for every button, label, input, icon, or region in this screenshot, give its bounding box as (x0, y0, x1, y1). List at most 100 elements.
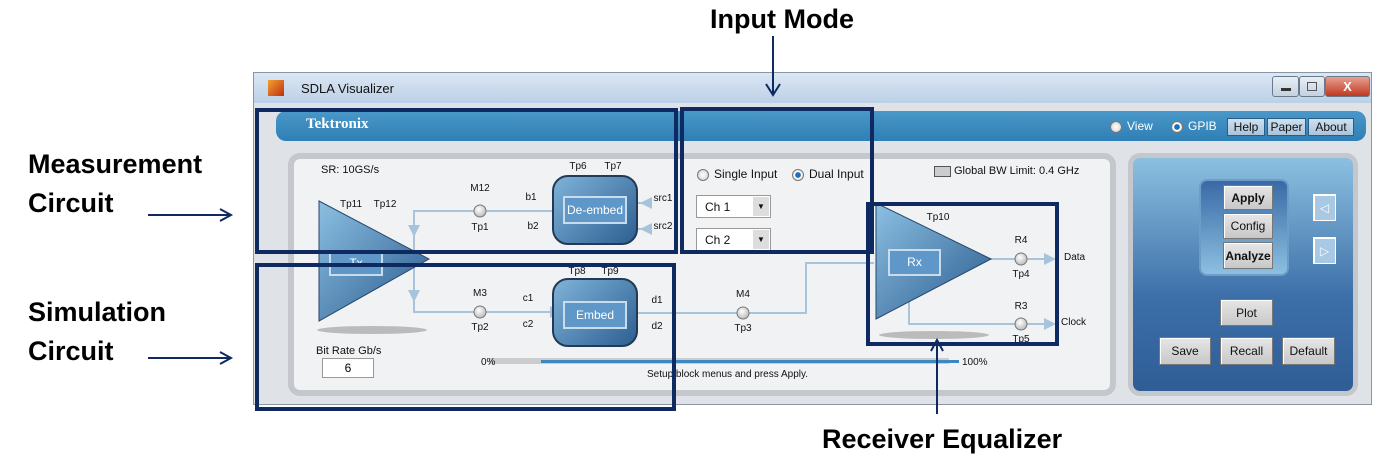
analyze-button[interactable]: Analyze (1223, 242, 1273, 269)
annotation-line: Circuit (28, 336, 114, 367)
tp3-label: Tp3 (734, 323, 752, 334)
tp9-label: Tp9 (601, 266, 619, 277)
triangle-right-icon: ▷ (1319, 243, 1330, 258)
radio-label: View (1127, 119, 1153, 133)
annotation-input-mode: Input Mode (710, 4, 854, 34)
ch2-select[interactable]: Ch 2 ▼ (696, 228, 771, 251)
app-window: SDLA Visualizer X Tektronix View GPIB He… (253, 72, 1372, 405)
global-bw-checkbox[interactable]: Global BW Limit: 0.4 GHz (934, 165, 1079, 177)
r4-label: R4 (1014, 235, 1028, 246)
src1-label: src1 (653, 193, 673, 204)
arrow-icon (640, 197, 652, 209)
d2-label: d2 (651, 321, 663, 332)
deembed-button[interactable]: De-embed (563, 196, 627, 224)
b1-label: b1 (525, 192, 537, 203)
radio-icon (697, 168, 709, 181)
b2-label: b2 (527, 221, 539, 232)
tp1-label: Tp1 (471, 222, 489, 233)
minimize-icon (1280, 88, 1291, 91)
arrow-icon (1044, 253, 1056, 265)
maximize-button[interactable] (1299, 76, 1325, 97)
select-value: Ch 2 (705, 233, 731, 247)
clock-output-label: Clock (1061, 317, 1087, 328)
data-output-label: Data (1064, 252, 1086, 263)
apply-button[interactable]: Apply (1223, 185, 1273, 210)
plot-button[interactable]: Plot (1220, 299, 1273, 326)
minimize-button[interactable] (1272, 76, 1299, 97)
arrow-icon (408, 225, 420, 237)
annotation-line: Simulation (28, 297, 167, 327)
checkbox-icon (934, 165, 951, 177)
status-text: Setup block menus and press Apply. (647, 369, 809, 380)
bit-rate-label: Bit Rate Gb/s (316, 345, 382, 357)
next-button[interactable]: ▷ (1313, 237, 1336, 264)
save-button[interactable]: Save (1159, 337, 1211, 365)
rx-shadow (879, 331, 989, 339)
simulation-circuit-highlight (255, 263, 676, 411)
annotation-line: Measurement (28, 149, 203, 179)
r3-label: R3 (1014, 301, 1028, 312)
help-button[interactable]: Help (1227, 118, 1265, 136)
wire-rx-input (638, 262, 874, 314)
close-button[interactable]: X (1325, 76, 1370, 97)
global-bw-label: Global BW Limit: 0.4 GHz (954, 165, 1080, 177)
circuit-panel (288, 153, 1116, 396)
radio-label: Single Input (714, 167, 778, 181)
wire-clock (908, 293, 1044, 325)
chevron-down-icon: ▼ (753, 197, 769, 216)
input-mode-highlight (680, 107, 874, 254)
about-button[interactable]: About (1308, 118, 1354, 136)
probe-r3[interactable] (1014, 317, 1028, 331)
arrow-right-icon (148, 351, 234, 365)
radio-gpib[interactable]: GPIB (1171, 119, 1217, 133)
rx-button[interactable]: Rx (888, 249, 941, 276)
tektronix-logo: Tektronix (306, 116, 369, 132)
probe-m3[interactable] (473, 305, 487, 319)
previous-button[interactable]: ◁ (1313, 194, 1336, 221)
tp5-label: Tp5 (1012, 334, 1030, 345)
tp10-label: Tp10 (926, 212, 950, 223)
radio-selected-icon (792, 168, 804, 181)
m4-label: M4 (736, 289, 750, 300)
title-bar: SDLA Visualizer X (254, 73, 1371, 103)
src2-label: src2 (653, 221, 673, 232)
arrow-down-icon (765, 36, 781, 97)
m12-label: M12 (470, 183, 490, 194)
matlab-icon (268, 80, 284, 96)
tp4-label: Tp4 (1012, 269, 1030, 280)
radio-dual-input[interactable]: Dual Input (792, 167, 864, 181)
default-button[interactable]: Default (1282, 337, 1335, 365)
c1-label: c1 (522, 293, 534, 304)
measurement-circuit-highlight (255, 108, 678, 254)
arrow-up-icon (930, 337, 944, 414)
progress-line (541, 360, 959, 363)
bit-rate-input[interactable] (322, 358, 374, 378)
embed-button[interactable]: Embed (563, 301, 627, 329)
recall-button[interactable]: Recall (1220, 337, 1273, 365)
maximize-icon (1307, 82, 1317, 91)
embed-block: Embed (552, 278, 638, 347)
select-value: Ch 1 (705, 200, 731, 214)
sample-rate: SR: 10GS/s (321, 164, 380, 176)
progress-max-label: 100% (962, 357, 988, 368)
tp2-label: Tp2 (471, 322, 489, 333)
radio-view[interactable]: View (1110, 119, 1153, 133)
config-button[interactable]: Config (1223, 213, 1273, 239)
receiver-equalizer-highlight (866, 202, 1059, 346)
chevron-down-icon: ▼ (753, 230, 769, 249)
probe-m4[interactable] (736, 306, 750, 320)
tp6-label: Tp6 (569, 161, 587, 172)
radio-icon (1110, 120, 1122, 133)
triangle-left-icon: ◁ (1319, 200, 1330, 215)
probe-m12[interactable] (473, 204, 487, 218)
paper-button[interactable]: Paper (1267, 118, 1306, 136)
d1-label: d1 (651, 295, 663, 306)
radio-single-input[interactable]: Single Input (697, 167, 777, 181)
arrow-icon (408, 290, 420, 302)
probe-r4[interactable] (1014, 252, 1028, 266)
arrow-icon (1044, 318, 1056, 330)
c2-label: c2 (522, 319, 534, 330)
ch1-select[interactable]: Ch 1 ▼ (696, 195, 771, 218)
